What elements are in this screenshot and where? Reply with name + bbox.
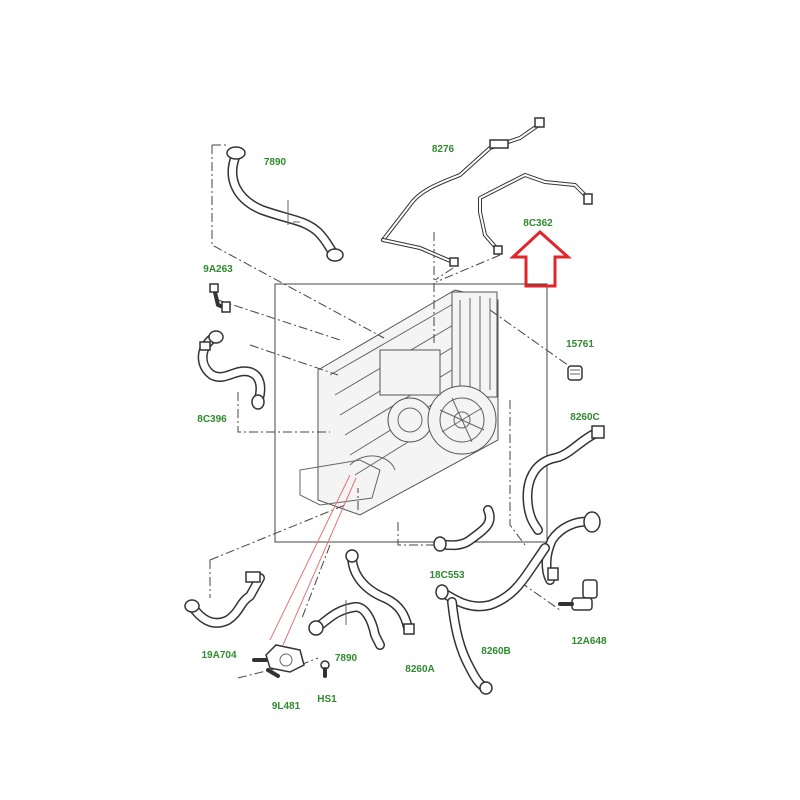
cap-15761 xyxy=(567,365,583,381)
hose-18c553 xyxy=(433,505,495,552)
label-18c553: 18C553 xyxy=(429,570,464,581)
pipe-8276 xyxy=(381,117,545,267)
bolt-hs1 xyxy=(320,660,330,678)
water-pump-9l481 xyxy=(252,644,305,678)
pipe-8c362 xyxy=(478,173,593,255)
hose-8c396 xyxy=(197,330,266,410)
radiator-fan-assembly xyxy=(274,283,548,543)
hose-19a704 xyxy=(184,571,265,628)
label-15761: 15761 xyxy=(566,339,594,350)
highlight-arrow xyxy=(509,229,572,288)
sensor-12a648 xyxy=(558,579,598,611)
label-7890-bottom: 7890 xyxy=(335,653,358,664)
hose-7890-top xyxy=(226,146,344,262)
label-8c396: 8C396 xyxy=(197,414,227,425)
label-8260a: 8260A xyxy=(405,664,434,675)
label-9a263: 9A263 xyxy=(203,264,233,275)
hose-7890-bottom xyxy=(308,600,385,650)
label-9l481: 9L481 xyxy=(272,701,301,712)
fitting-9a263 xyxy=(209,283,231,313)
hose-8260b xyxy=(435,543,559,695)
elbow-hose xyxy=(541,511,601,585)
label-8276: 8276 xyxy=(432,144,455,155)
label-8260b: 8260B xyxy=(481,646,510,657)
label-12a648: 12A648 xyxy=(571,636,606,647)
label-hs1: HS1 xyxy=(317,694,337,705)
label-8260c: 8260C xyxy=(570,412,599,423)
label-7890-top: 7890 xyxy=(264,157,287,168)
hose-8260c xyxy=(522,425,605,535)
part-labels: 7890 8276 8C362 9A263 15761 8C396 8260C … xyxy=(197,144,607,712)
pump-pointer-lines xyxy=(269,474,357,646)
label-8c362: 8C362 xyxy=(523,218,553,229)
label-19a704: 19A704 xyxy=(201,650,236,661)
hose-8260a xyxy=(345,549,415,635)
